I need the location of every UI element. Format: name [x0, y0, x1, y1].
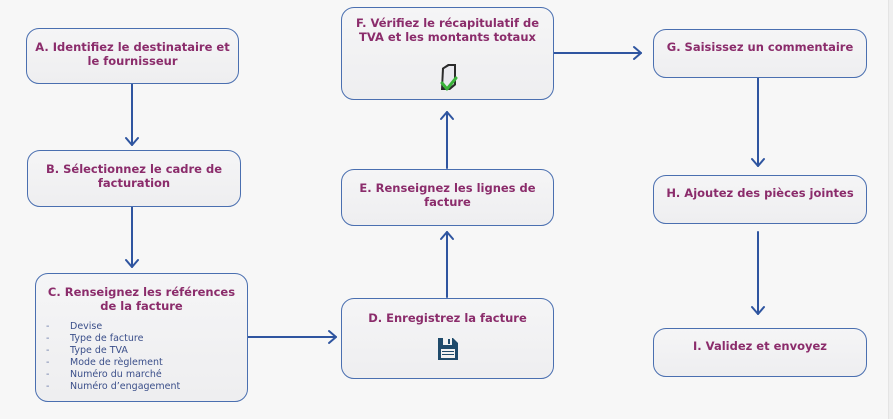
list-bullet: -	[46, 321, 50, 332]
document-check-icon	[440, 64, 457, 91]
list-bullet: -	[46, 357, 50, 368]
arrow-e-to-f	[440, 111, 454, 169]
step-h-box: H. Ajoutez des pièces jointes	[653, 175, 867, 224]
step-d-title: D. Enregistrez la facture	[368, 311, 527, 325]
list-bullet: -	[46, 369, 50, 380]
step-g-box: G. Saisissez un commentaire	[653, 29, 867, 78]
step-e-title: E. Renseignez les lignes de facture	[359, 181, 536, 209]
invoice-reference-list: - Devise - Type de facture - Type de TVA - M…	[46, 321, 247, 393]
step-f-title: F. Vérifiez le récapitulatif de TVA et l…	[355, 16, 540, 44]
step-c-box: C. Renseignez les références de la factu…	[35, 273, 248, 402]
step-e-box: E. Renseignez les lignes de facture	[341, 169, 554, 226]
list-item-label: Numéro d’engagement	[70, 381, 181, 392]
list-item: - Numéro d’engagement	[46, 381, 247, 393]
page-edge	[888, 0, 893, 419]
step-a-box: A. Identifiez le destinataire et le four…	[26, 28, 239, 84]
step-b-title: B. Sélectionnez le cadre de facturation	[45, 162, 223, 190]
step-i-box: I. Validez et envoyez	[653, 328, 867, 377]
step-g-title: G. Saisissez un commentaire	[666, 40, 854, 54]
list-item: - Numéro du marché	[46, 369, 247, 381]
step-h-title: H. Ajoutez des pièces jointes	[666, 186, 854, 200]
list-bullet: -	[46, 345, 50, 356]
step-i-title: I. Validez et envoyez	[693, 339, 827, 353]
list-item-label: Devise	[70, 321, 103, 332]
arrow-f-to-g	[553, 46, 642, 60]
floppy-disk-icon	[437, 338, 458, 360]
step-d-box: D. Enregistrez la facture	[341, 298, 554, 379]
list-bullet: -	[46, 381, 50, 392]
list-item-label: Type de facture	[70, 333, 144, 344]
arrow-a-to-b	[125, 83, 139, 146]
list-item: - Mode de règlement	[46, 357, 247, 369]
step-c-title: C. Renseignez les références de la factu…	[47, 285, 236, 313]
arrow-c-to-d	[247, 330, 337, 344]
step-a-title: A. Identifiez le destinataire et le four…	[35, 40, 230, 68]
step-f-box: F. Vérifiez le récapitulatif de TVA et l…	[341, 7, 554, 100]
arrow-d-to-e	[440, 231, 454, 298]
list-item: - Devise	[46, 321, 247, 333]
list-item-label: Numéro du marché	[70, 369, 162, 380]
list-item: - Type de facture	[46, 333, 247, 345]
list-item: - Type de TVA	[46, 345, 247, 357]
list-bullet: -	[46, 333, 50, 344]
arrow-b-to-c	[125, 206, 139, 268]
list-item-label: Type de TVA	[70, 345, 128, 356]
list-item-label: Mode de règlement	[70, 357, 163, 368]
arrow-h-to-i	[751, 231, 765, 315]
step-b-box: B. Sélectionnez le cadre de facturation	[27, 150, 241, 207]
arrow-g-to-h	[751, 77, 765, 167]
